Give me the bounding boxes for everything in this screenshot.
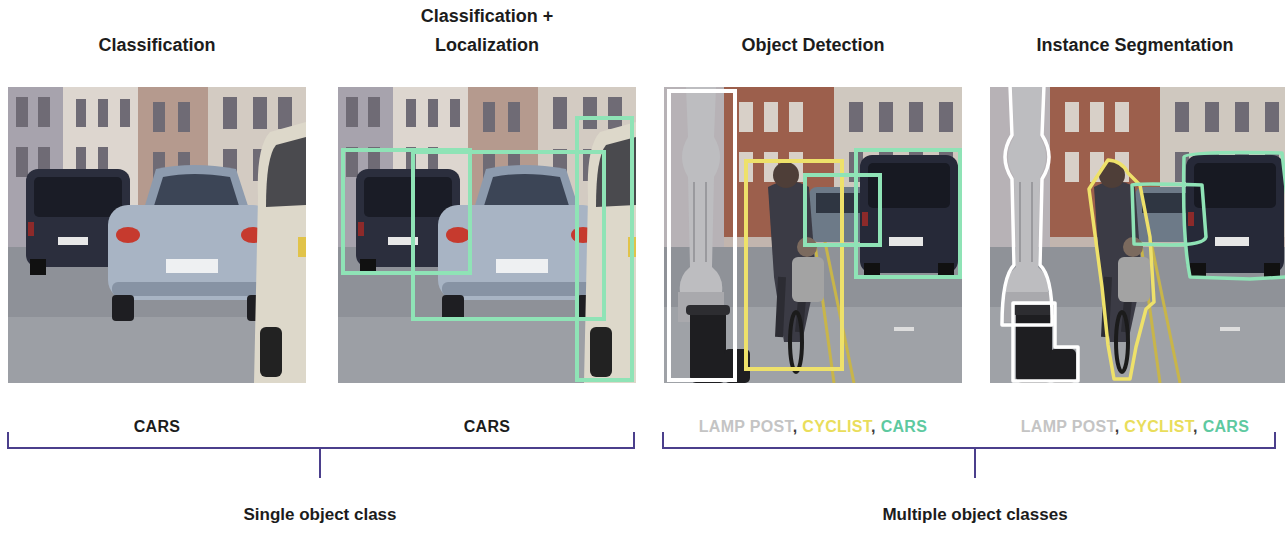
image-panel: Classification + LocalizationCARS — [338, 0, 636, 444]
class-name: , — [1193, 418, 1198, 435]
image-panel: ClassificationCARS — [8, 0, 306, 444]
bracket — [8, 432, 1275, 478]
panel-heading-box: Classification — [8, 0, 306, 60]
illustration-shape — [8, 432, 634, 448]
panel-heading-box: Classification + Localization — [338, 0, 636, 60]
illustration-shape — [990, 87, 1285, 383]
panel-title: Classification — [98, 31, 215, 60]
illustration-shape — [577, 118, 632, 380]
illustration-shape — [1184, 153, 1285, 280]
illustration-shape — [664, 87, 962, 383]
class-name: CYCLIST — [802, 418, 871, 435]
panel-heading-box: Instance Segmentation — [990, 0, 1280, 60]
class-name: , — [1115, 418, 1120, 435]
illustration-shape — [974, 448, 976, 478]
class-name: CARS — [1203, 418, 1250, 435]
street-photo — [338, 87, 636, 383]
photo-space — [664, 60, 962, 410]
illustration-shape — [1002, 85, 1052, 325]
class-name: CARS — [464, 418, 511, 435]
panel-title: Object Detection — [741, 31, 884, 60]
bounding-box — [669, 91, 960, 380]
street-photo — [8, 87, 306, 383]
class-name: , — [793, 418, 798, 435]
class-caption: LAMP POST,CYCLIST, CARS — [990, 410, 1280, 444]
illustration-shape — [1013, 303, 1078, 381]
class-caption: LAMP POST,CYCLIST, CARS — [664, 410, 962, 444]
illustration-shape — [319, 448, 321, 478]
class-name: CARS — [881, 418, 928, 435]
street-photo — [664, 87, 962, 383]
illustration-shape — [856, 150, 960, 277]
panel-heading-box: Object Detection — [664, 0, 962, 60]
bracket-label: Multiple object classes — [882, 503, 1067, 527]
segmentation-outline — [1002, 85, 1285, 381]
class-name: , — [871, 418, 876, 435]
image-panel: Object DetectionLAMP POST,CYCLIST, CARS — [664, 0, 962, 444]
class-caption: CARS — [338, 410, 636, 444]
photo-space — [990, 60, 1280, 410]
class-caption: CARS — [8, 410, 306, 444]
bounding-box — [343, 118, 632, 380]
photo-space — [8, 60, 306, 410]
illustration-shape — [8, 87, 306, 383]
bracket-label: Single object class — [243, 503, 396, 527]
class-name: LAMP POST — [699, 418, 793, 435]
illustration-shape — [746, 161, 842, 369]
illustration-shape — [338, 87, 636, 383]
illustration-shape — [669, 91, 735, 380]
panel-title: Classification + Localization — [402, 2, 572, 60]
illustration-shape — [343, 150, 470, 273]
illustration-shape — [1089, 160, 1154, 379]
class-name: CARS — [134, 418, 181, 435]
illustration-shape — [1132, 184, 1206, 245]
photo-space — [338, 60, 636, 410]
class-name: CYCLIST — [1124, 418, 1193, 435]
street-photo — [990, 85, 1285, 383]
image-panel: Instance SegmentationLAMP POST,CYCLIST, C… — [990, 0, 1280, 444]
panel-title: Instance Segmentation — [1036, 31, 1233, 60]
illustration-shape — [805, 175, 880, 245]
class-name: LAMP POST — [1021, 418, 1115, 435]
